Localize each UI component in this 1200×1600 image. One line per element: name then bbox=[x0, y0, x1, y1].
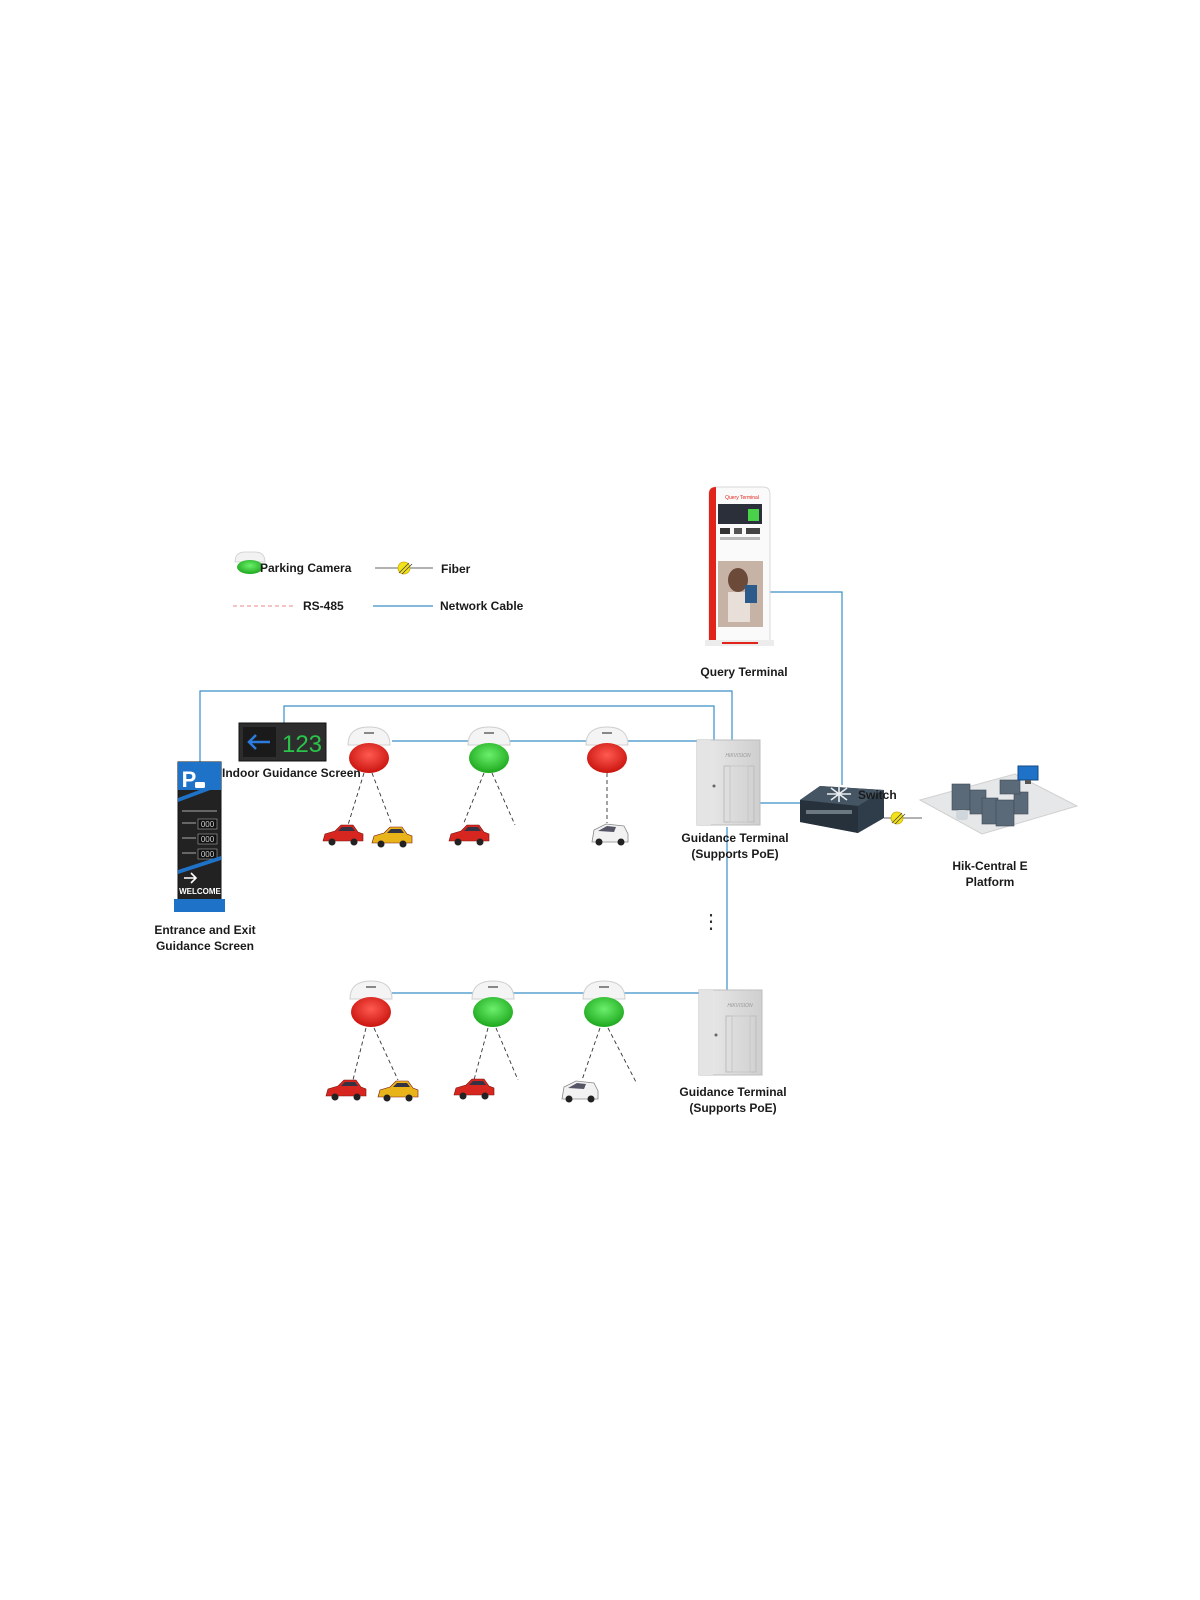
parking-camera-row1-2 bbox=[467, 726, 511, 773]
camera-view-lines bbox=[347, 772, 638, 1085]
car-6 bbox=[377, 1080, 419, 1102]
platform-server-room bbox=[918, 765, 1079, 835]
legend-fiber-label: Fiber bbox=[441, 562, 471, 576]
query-terminal-label: Query Terminal bbox=[700, 665, 788, 679]
entrance-sign-count-3: 000 bbox=[201, 850, 215, 859]
cable-entrance-to-terminal bbox=[199, 690, 733, 766]
car-8 bbox=[561, 1080, 599, 1103]
query-terminal-screen-title: Query Terminal bbox=[725, 495, 759, 501]
parking-camera-row1-3 bbox=[585, 726, 629, 773]
car-2 bbox=[371, 826, 413, 848]
guidance-terminal-1-cabinet: HIKVISION bbox=[696, 739, 761, 826]
query-terminal-kiosk: Query Terminal bbox=[705, 486, 774, 646]
indoor-guidance-screen: 123 bbox=[238, 722, 327, 762]
car-5 bbox=[325, 1079, 367, 1101]
parking-camera-row2-3 bbox=[582, 980, 626, 1027]
legend-rs485-label: RS-485 bbox=[303, 599, 344, 613]
entrance-sign-letter: P bbox=[182, 767, 197, 792]
cabinet-1-brand: HIKVISION bbox=[725, 753, 751, 759]
cable-indoor-screen-to-terminal bbox=[283, 705, 715, 740]
indoor-screen-number: 123 bbox=[282, 731, 322, 758]
entrance-exit-sign: P 000 000 000 WELCOME bbox=[174, 761, 225, 912]
car-7 bbox=[453, 1078, 495, 1100]
entrance-exit-label-line2: Guidance Screen bbox=[155, 939, 255, 953]
entrance-sign-count-1: 000 bbox=[201, 820, 215, 829]
fiber-link bbox=[884, 811, 922, 825]
guidance-terminal-2-cabinet: HIKVISION bbox=[698, 989, 763, 1076]
guidance-terminal-2-label-line1: Guidance Terminal bbox=[679, 1085, 787, 1099]
legend bbox=[233, 551, 433, 607]
legend-parking-camera-icon bbox=[234, 551, 266, 574]
platform-label-line2: Platform bbox=[965, 875, 1015, 889]
network-switch bbox=[800, 786, 884, 833]
entrance-sign-welcome: WELCOME bbox=[179, 887, 221, 896]
rows-ellipsis: ⋮ bbox=[701, 911, 721, 933]
car-4 bbox=[591, 823, 629, 846]
platform-label-line1: Hik-Central E bbox=[952, 859, 1028, 873]
entrance-sign-count-2: 000 bbox=[201, 835, 215, 844]
network-cables bbox=[199, 591, 843, 994]
guidance-terminal-1-label-line1: Guidance Terminal bbox=[681, 831, 789, 845]
car-3 bbox=[448, 824, 490, 846]
parking-camera-row2-1 bbox=[349, 980, 393, 1027]
legend-network-cable-label: Network Cable bbox=[440, 599, 524, 613]
switch-label: Switch bbox=[858, 788, 897, 802]
parking-cameras bbox=[347, 726, 629, 1027]
legend-parking-camera-label: Parking Camera bbox=[260, 561, 352, 575]
parked-cars bbox=[322, 823, 629, 1103]
guidance-terminal-1-label-line2: (Supports PoE) bbox=[691, 847, 779, 861]
guidance-terminal-2-label-line2: (Supports PoE) bbox=[689, 1101, 777, 1115]
car-1 bbox=[322, 824, 364, 846]
parking-camera-row2-2 bbox=[471, 980, 515, 1027]
indoor-guidance-screen-label: Indoor Guidance Screen bbox=[222, 766, 361, 780]
cable-query-to-switch bbox=[770, 591, 843, 785]
entrance-exit-label-line1: Entrance and Exit bbox=[154, 923, 256, 937]
legend-fiber-icon bbox=[375, 561, 433, 575]
parking-camera-row1-1 bbox=[347, 726, 391, 773]
cabinet-2-brand: HIKVISION bbox=[727, 1003, 753, 1009]
